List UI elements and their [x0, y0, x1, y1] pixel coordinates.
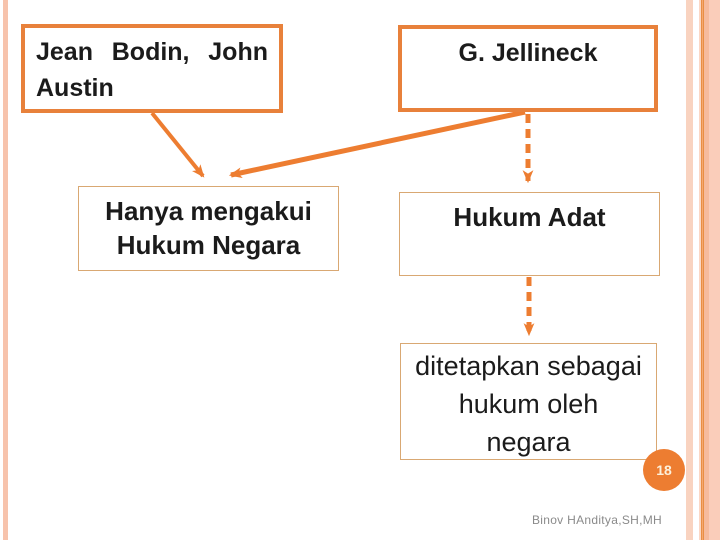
right-stripe — [686, 0, 693, 540]
node-g-jellineck: G. Jellineck — [398, 25, 658, 112]
right-stripe — [702, 0, 703, 540]
node-hukum-adat: Hukum Adat — [399, 192, 660, 276]
node-jean-bodin-john-austin: Jean Bodin, John Austin — [21, 24, 283, 113]
node-hanya-mengakui-hukum-negara: Hanya mengakui Hukum Negara — [78, 186, 339, 271]
arrow-jellineck-to-hanya — [228, 109, 526, 179]
footer-credit: Binov HAnditya,SH,MH — [531, 513, 662, 527]
node-text-line: negara — [486, 427, 571, 457]
node-text-line: Austin — [36, 74, 114, 102]
node-text-line: Hanya mengakui — [105, 196, 312, 226]
page-number-badge: 18 — [643, 449, 685, 491]
page-number: 18 — [656, 462, 672, 478]
right-stripe — [709, 0, 720, 540]
node-text-line: Hukum Adat — [453, 202, 606, 232]
node-text-line: ditetapkan sebagai — [415, 351, 642, 381]
right-stripe — [703, 0, 704, 540]
right-stripe — [699, 0, 701, 540]
node-text-line: hukum oleh — [458, 389, 599, 419]
left-border-stripe — [3, 0, 8, 540]
node-ditetapkan-sebagai-hukum-oleh-negara: ditetapkan sebagai hukum oleh negara — [400, 343, 657, 460]
node-text-line: Jean Bodin, John — [36, 38, 268, 66]
right-stripe — [701, 0, 702, 540]
node-text-line: G. Jellineck — [458, 39, 598, 67]
right-stripe — [704, 0, 709, 540]
node-text-line: Hukum Negara — [116, 230, 301, 260]
arrow-jean-bodin-to-hanya — [150, 111, 205, 178]
